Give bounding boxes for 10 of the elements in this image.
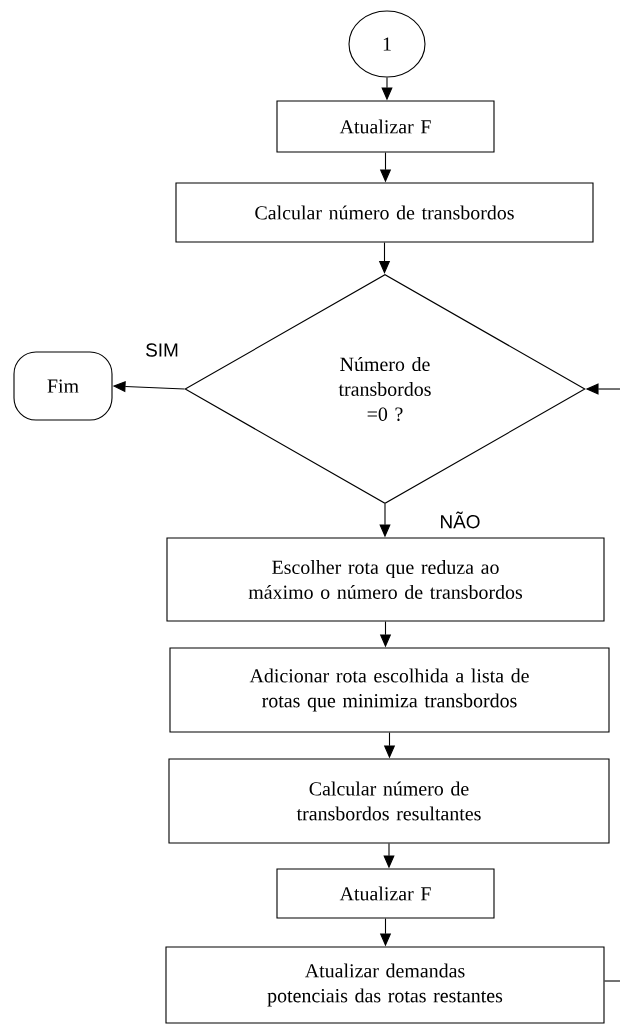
edge-label: NÃO bbox=[438, 510, 482, 530]
process-box: Atualizar F bbox=[276, 868, 495, 919]
process-box: Calcular número de transbordos bbox=[175, 182, 594, 243]
process-box: Atualizar demandas potenciais das rotas restantes bbox=[165, 946, 605, 1024]
edge-label: SIM bbox=[144, 342, 180, 358]
process-box: Escolher rota que reduza ao máximo o número de transbordos bbox=[166, 537, 605, 622]
terminal-box: Fim bbox=[13, 351, 113, 421]
process-box: Adicionar rota escolhida a lista de rotas que minimiza transbordos bbox=[169, 647, 610, 733]
process-box: Calcular número de transbordos resultantes bbox=[168, 758, 610, 844]
process-box: Atualizar F bbox=[276, 100, 495, 153]
